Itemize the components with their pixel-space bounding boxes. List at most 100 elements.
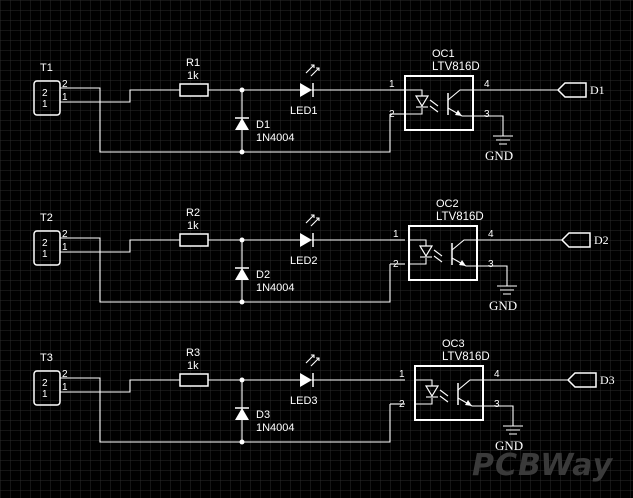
terminal-body (33, 80, 61, 116)
opto-body (404, 75, 474, 131)
terminal-body-pin-1: 1 (42, 389, 48, 400)
terminal-pin-2-label: 2 (62, 79, 68, 90)
led-icon (300, 233, 312, 247)
channel-1: T12121R11kD11N4004LED1OC1LTV816D1243GNDD… (33, 48, 605, 163)
opto-pin4-label: 4 (494, 369, 500, 380)
terminal-body (33, 230, 61, 266)
junction-dot (239, 377, 245, 383)
opto-pin1-label: 1 (393, 229, 399, 240)
opto-light-arrows (429, 99, 439, 113)
ground-wire (477, 265, 508, 286)
terminal-pin-2-label: 2 (62, 229, 68, 240)
ground-icon (503, 425, 523, 435)
resistor-value: 1k (187, 70, 199, 82)
opto-light-arrows (433, 249, 443, 263)
opto-pin3-label: 3 (494, 399, 500, 410)
junction-dot (239, 149, 245, 155)
phototransistor-collector (447, 89, 473, 101)
opto-pin4-label: 4 (488, 229, 494, 240)
diode-label: D1 (256, 119, 270, 131)
led-emission-arrows (305, 214, 320, 227)
opto-led-icon (418, 245, 434, 258)
resistor-body (179, 373, 209, 387)
opto-label: OC2 (436, 198, 459, 210)
diode-model: 1N4004 (256, 282, 295, 294)
phototransistor-collector (457, 379, 483, 391)
opto-led-leads (405, 89, 423, 115)
led-label: LED1 (290, 105, 318, 117)
opto-model: LTV816D (432, 61, 480, 73)
led-arrow-heads (311, 354, 320, 361)
junction-dot (239, 237, 245, 243)
return-wire (60, 237, 391, 303)
led-emission-arrows (305, 64, 320, 77)
terminal-label: T3 (40, 352, 53, 364)
resistor-body (179, 233, 209, 247)
opto-pin3-label: 3 (484, 109, 490, 120)
return-wire (60, 377, 391, 443)
opto-pin1-label: 1 (399, 369, 405, 380)
terminal-body (33, 370, 61, 406)
opto-label: OC3 (442, 338, 465, 350)
opto-pin4-label: 4 (484, 79, 490, 90)
opto-model: LTV816D (436, 211, 484, 223)
diode-icon (235, 408, 249, 420)
phototransistor-arrow (459, 260, 466, 266)
opto-body (408, 225, 478, 281)
resistor-label: R2 (186, 207, 200, 219)
phototransistor-collector (451, 239, 477, 251)
led-label: LED2 (290, 255, 318, 267)
ground-icon (493, 135, 513, 145)
opto-label: OC1 (432, 48, 455, 60)
opto-pin1-label: 1 (389, 79, 395, 90)
opto-body (414, 365, 484, 421)
diode-model: 1N4004 (256, 132, 295, 144)
terminal-body-pin-2: 2 (42, 88, 48, 99)
resistor-label: R3 (186, 347, 200, 359)
ground-label: GND (485, 148, 513, 163)
terminal-body-pin-1: 1 (42, 99, 48, 110)
led-label: LED3 (290, 395, 318, 407)
opto-pin2-label: 2 (399, 399, 405, 410)
ground-wire (483, 405, 514, 426)
ground-wire (473, 115, 504, 136)
channel-3: T32121R31kD31N4004LED3OC3LTV816D1243GNDD… (33, 338, 615, 453)
resistor-label: R1 (186, 57, 200, 69)
input-wire (60, 239, 180, 253)
net-label: D3 (600, 373, 615, 387)
net-label: D1 (590, 83, 605, 97)
net-port-icon (566, 372, 597, 388)
phototransistor-arrow (455, 110, 462, 116)
terminal-pin-1-label: 1 (62, 382, 68, 393)
terminal-body-pin-2: 2 (42, 378, 48, 389)
led-arrow-heads (311, 64, 320, 71)
diode-label: D2 (256, 269, 270, 281)
input-wire (60, 379, 180, 393)
net-port-icon (560, 232, 591, 248)
ground-label: GND (489, 298, 517, 313)
terminal-pin-1-label: 1 (62, 242, 68, 253)
opto-pin2-label: 2 (393, 259, 399, 270)
channel-2: T22121R21kD21N4004LED2OC2LTV816D1243GNDD… (33, 198, 609, 313)
resistor-body (179, 83, 209, 97)
diode-label: D3 (256, 409, 270, 421)
terminal-body-pin-2: 2 (42, 238, 48, 249)
junction-dot (239, 439, 245, 445)
junction-dot (239, 299, 245, 305)
led-arrow-heads (311, 214, 320, 221)
return-wire (60, 87, 391, 153)
resistor-value: 1k (187, 220, 199, 232)
terminal-pin-2-label: 2 (62, 369, 68, 380)
opto-led-icon (424, 385, 440, 398)
led-icon (300, 83, 312, 97)
opto-led-leads (415, 379, 433, 405)
input-wire (60, 89, 180, 103)
diode-icon (235, 118, 249, 130)
opto-light-arrows (439, 389, 449, 403)
phototransistor-arrow (465, 400, 472, 406)
